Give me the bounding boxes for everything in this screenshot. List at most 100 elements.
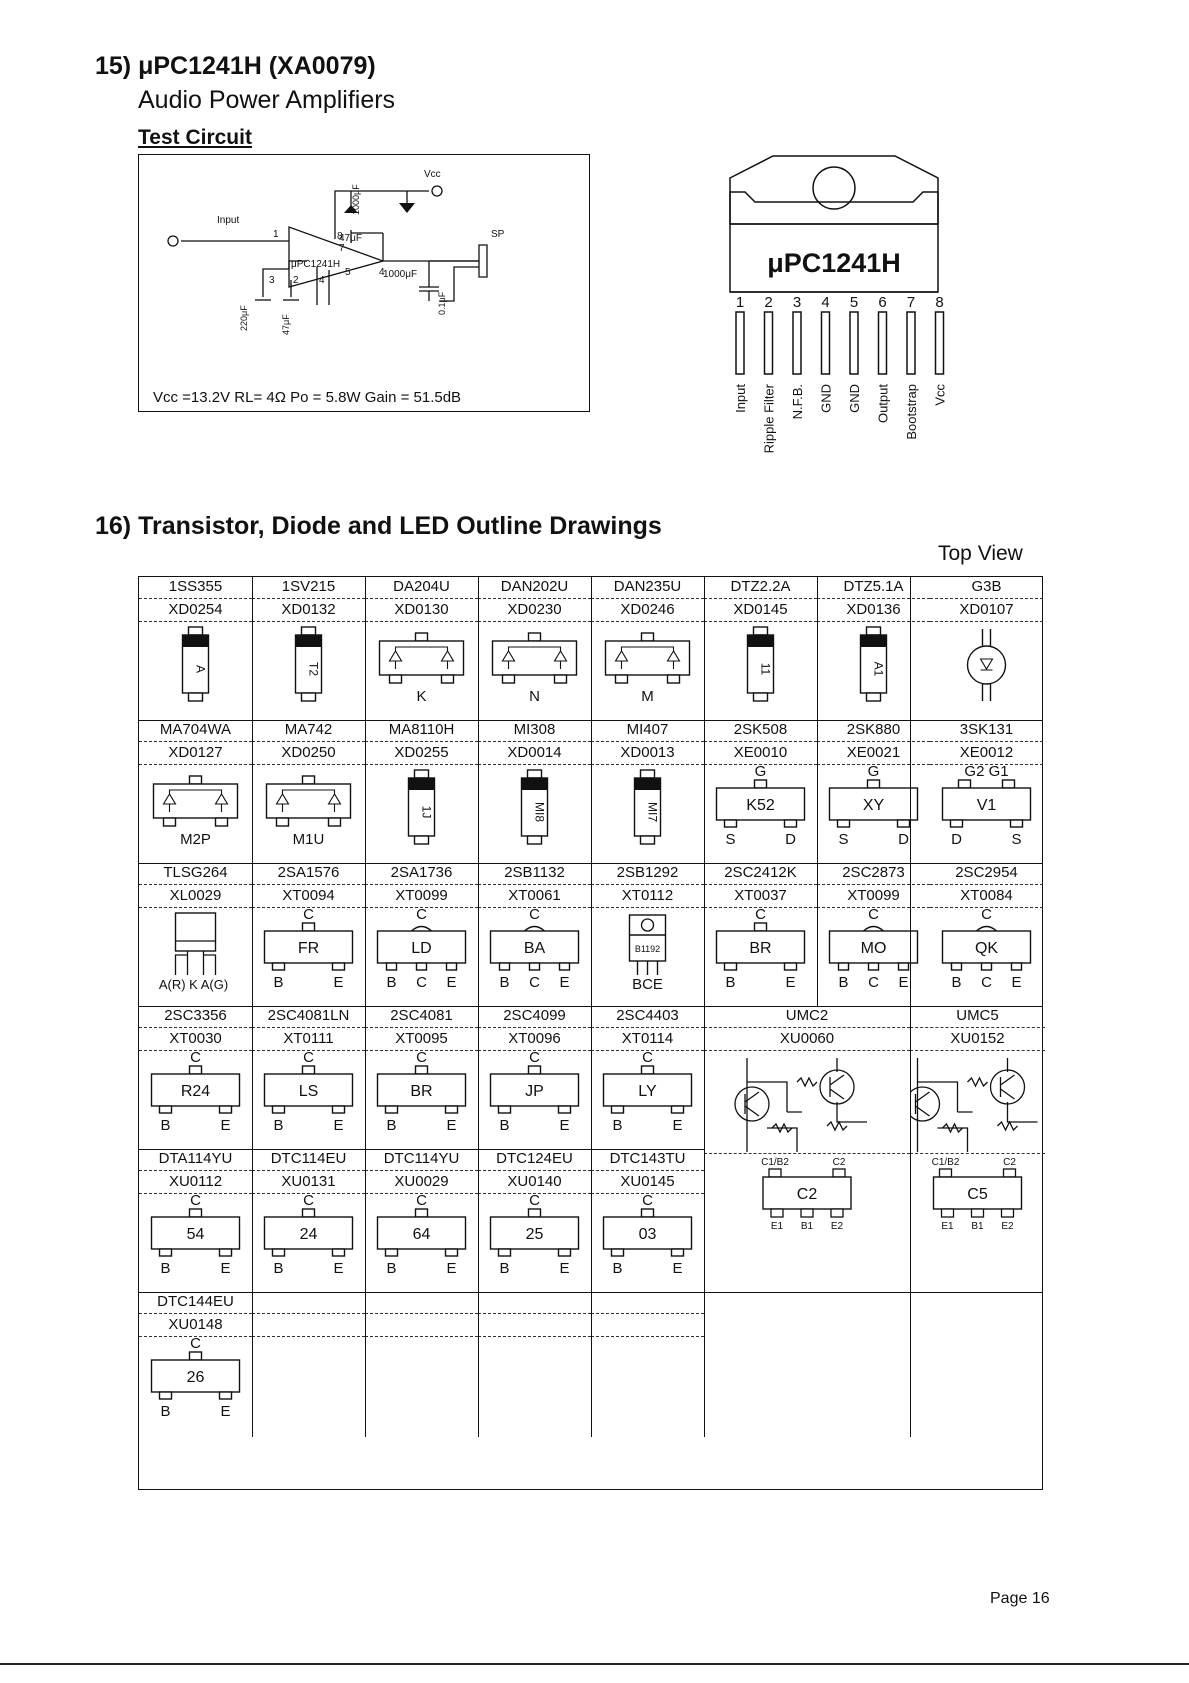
pkg-lead — [271, 962, 286, 971]
part-number: UMC5 — [956, 1007, 999, 1024]
pkg-body — [150, 1359, 241, 1393]
dashed-rule — [478, 1336, 591, 1337]
pkg-body — [932, 1176, 1023, 1210]
pkg-top-pin-label: C — [868, 909, 879, 923]
part-number: 2SB1132 — [504, 864, 565, 881]
ic-pin-4 — [820, 311, 831, 375]
dashed-rule — [930, 621, 1043, 622]
part-number: DTC143TU — [609, 1150, 686, 1167]
pkg-lead — [666, 674, 681, 684]
section-15-subtitle: Audio Power Amplifiers — [138, 86, 396, 114]
dashed-rule — [591, 1313, 704, 1314]
package-outline: 1J — [407, 769, 436, 845]
pkg-lead — [527, 632, 542, 642]
dashed-rule — [930, 764, 1043, 765]
pkg-lead — [497, 1248, 512, 1257]
ic-pin-function-6: Output — [876, 384, 891, 423]
dashed-rule — [252, 621, 365, 622]
pkg-bottom-pin-label: C — [981, 974, 992, 991]
pkg-lead — [413, 835, 430, 845]
pkg-marking: LD — [411, 940, 431, 957]
dashed-rule — [704, 1153, 910, 1154]
part-code: XT0114 — [621, 1030, 674, 1047]
pkg-body — [966, 645, 1007, 685]
pkg-body — [604, 640, 691, 676]
pkg-bottom-pin-label: E — [559, 1260, 569, 1277]
dashed-rule — [252, 1313, 365, 1314]
part-code: XD0127 — [168, 744, 223, 761]
part-code: XD0254 — [168, 601, 223, 618]
pkg-marking: R24 — [181, 1083, 210, 1100]
dashed-rule — [930, 741, 1043, 742]
pkg-marking: 64 — [413, 1226, 431, 1243]
pkg-bottom-pin-label: E — [446, 1260, 456, 1277]
pkg-body — [941, 787, 1032, 821]
pkg-lead — [218, 1391, 233, 1400]
ic-pin-function-4: GND — [819, 384, 834, 413]
part-code: XT0037 — [734, 887, 787, 904]
dashed-rule — [252, 598, 365, 599]
pkg-marking: V1 — [977, 797, 997, 814]
ic-pin-5 — [849, 311, 859, 375]
pkg-marking: K52 — [746, 797, 775, 814]
ic-pin-8 — [934, 311, 945, 375]
part-number: 2SC4099 — [503, 1007, 566, 1024]
pkg-lead — [414, 632, 429, 642]
part-code: XU0140 — [507, 1173, 562, 1190]
umc-bottom-pin-label: E2 — [831, 1221, 844, 1232]
dashed-rule — [365, 621, 478, 622]
ic-pin-function-1: Input — [733, 384, 748, 413]
part-number: 2SC2954 — [955, 864, 1018, 881]
pkg-lead — [639, 769, 656, 779]
pkg-bottom-pin-label: B — [160, 1117, 170, 1134]
dashed-rule — [139, 741, 252, 742]
pkg-body — [263, 930, 354, 964]
pkg-lead — [897, 962, 910, 971]
pkg-lead — [162, 817, 177, 827]
pkg-lead — [640, 1208, 655, 1218]
pkg-lead — [300, 626, 317, 636]
resistor-symbol — [771, 1076, 848, 1134]
circuit-c01-label: 0.1μF — [437, 291, 447, 315]
part-number: 2SA1576 — [277, 864, 340, 881]
pkg-body — [489, 1216, 580, 1250]
part-code: XU0148 — [168, 1316, 223, 1333]
pkg-marking: C2 — [797, 1186, 818, 1203]
package-outline: K — [378, 632, 465, 705]
ic-pin-function-2: Ripple Filter — [762, 383, 777, 453]
umc-wiring — [916, 1058, 1038, 1152]
pkg-lead — [753, 922, 768, 932]
pkg-marking: 24 — [300, 1226, 318, 1243]
pkg-lead — [836, 819, 851, 828]
pkg-lead — [1002, 1168, 1017, 1178]
pkg-pin-label: M2P — [180, 831, 211, 848]
ic-pin-3 — [792, 311, 802, 375]
pkg-lead — [558, 962, 571, 971]
pkg-lead — [957, 779, 972, 789]
part-code: XD0132 — [281, 601, 336, 618]
umc-top-pin-label: C1/B2 — [761, 1157, 789, 1168]
dashed-rule — [591, 764, 704, 765]
dashed-rule — [930, 884, 1043, 885]
ic-pin-1 — [735, 311, 745, 375]
dashed-rule — [252, 1050, 365, 1051]
part-code: XT0111 — [283, 1030, 334, 1047]
pkg-bottom-pin-label: B — [612, 1117, 622, 1134]
dashed-rule — [591, 907, 704, 908]
pkg-lead — [670, 1105, 685, 1114]
pkg-lead — [415, 962, 428, 971]
pkg-pin-label: M1U — [293, 831, 325, 848]
pkg-lead — [950, 962, 963, 971]
pkg-body — [489, 1073, 580, 1107]
